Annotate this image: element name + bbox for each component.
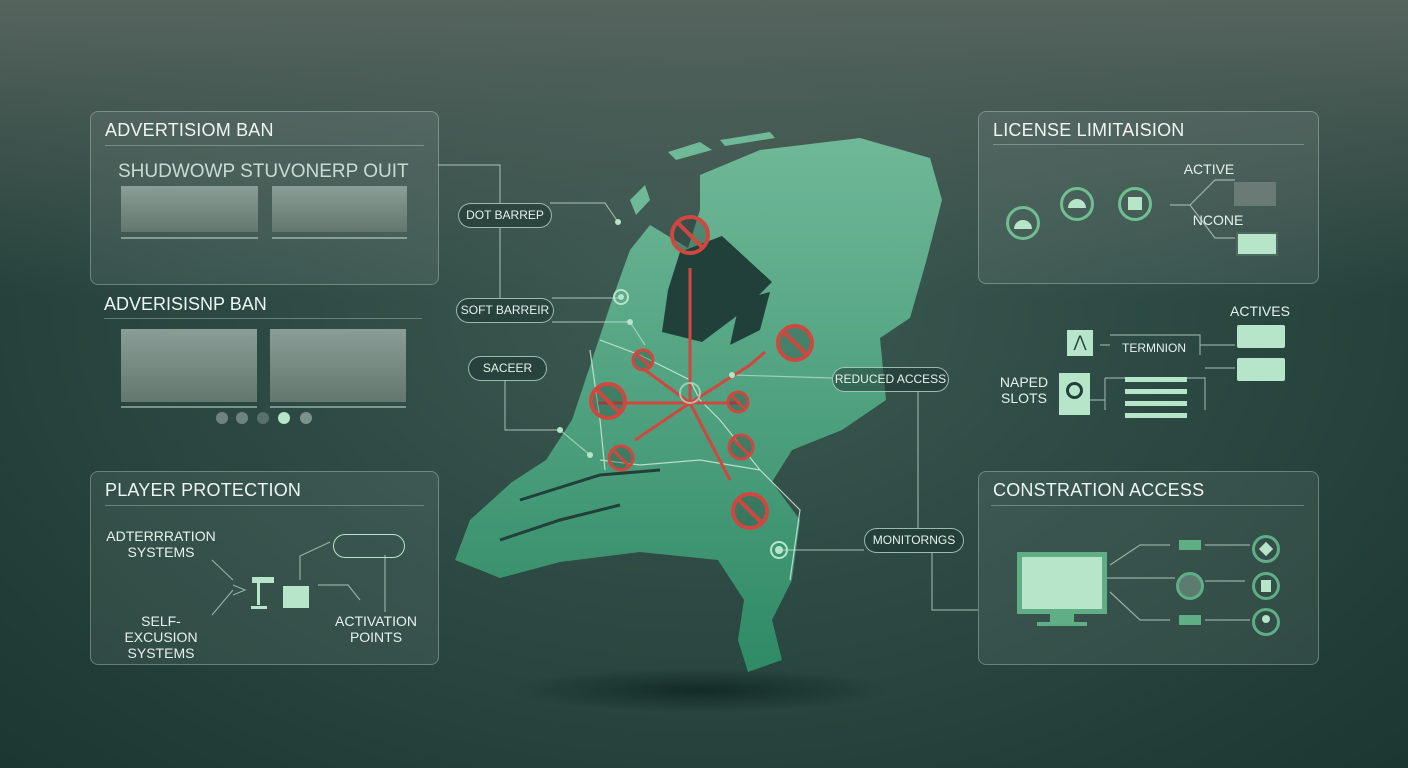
- panel-title: LICENSE LIMITAISION: [993, 120, 1185, 140]
- document-icon: [1252, 572, 1280, 600]
- monitor-icon: [1017, 552, 1107, 614]
- chat-icon: [1179, 540, 1201, 550]
- divider: [104, 318, 422, 319]
- self-exclusion-label: SELF-EXCUSION SYSTEMS: [124, 613, 198, 661]
- carousel-dot[interactable]: [257, 412, 269, 424]
- none-label: NCONE: [1192, 212, 1244, 228]
- carousel-dot[interactable]: [236, 412, 248, 424]
- carousel-dot-active[interactable]: [278, 412, 290, 424]
- underline: [121, 406, 257, 408]
- divider: [105, 505, 424, 506]
- diamond-icon: [1252, 535, 1280, 563]
- netherlands-map: [455, 132, 942, 672]
- map-dots: [557, 219, 783, 554]
- cloud-icon: [1060, 187, 1094, 221]
- box-icon: [1118, 187, 1152, 221]
- license-limitation-panel: LICENSE LIMITAISION ACTIVE NCONE: [978, 111, 1319, 284]
- restriction-lines: [598, 268, 766, 481]
- map-label-soft-barrier: SOFT BARREIR: [456, 298, 554, 323]
- device-icon-base: [251, 606, 267, 609]
- activation-points-label: ACTIVATION POINTS: [335, 613, 417, 645]
- active-slot-box: [1237, 325, 1285, 348]
- panel-subtitle: SHUDWOWP STUVONERP OUIT: [118, 161, 409, 182]
- termination-label: TERMNION: [1122, 341, 1186, 355]
- section-title: ADVERISISNP BAN: [104, 294, 267, 314]
- prohibition-icons: [589, 215, 814, 530]
- prohibition-icon: [631, 348, 655, 372]
- deterrence-systems-label: ADTERRRATION SYSTEMS: [106, 528, 216, 560]
- card-icon: [283, 586, 309, 608]
- underline: [121, 237, 258, 239]
- ad-placeholder: [121, 329, 257, 402]
- list-line: [1125, 401, 1187, 406]
- device-icon: [252, 577, 274, 583]
- connector-lines: [211, 164, 1250, 621]
- prohibition-icon: [670, 215, 710, 255]
- user-profile-icon: [1059, 373, 1090, 415]
- chat-icon: [1179, 615, 1201, 625]
- divider: [105, 145, 424, 146]
- prohibition-icon: [589, 382, 627, 420]
- ad-placeholder: [270, 329, 406, 402]
- map-label-monitorings: MONITORNGS: [864, 528, 964, 553]
- constration-access-panel: CONSTRATION ACCESS: [978, 471, 1319, 665]
- underline: [272, 237, 407, 239]
- none-status-box: [1236, 232, 1278, 256]
- active-status-box: [1234, 182, 1276, 206]
- map-label-reduced-access: REDUCED ACCESS: [832, 367, 949, 392]
- monitor-base: [1037, 622, 1087, 626]
- actives-label: ACTIVES: [1230, 303, 1290, 319]
- prohibition-icon: [731, 492, 769, 530]
- map-label-saceer: SACEER: [468, 356, 547, 381]
- player-protection-panel: PLAYER PROTECTION ADTERRRATION SYSTEMS S…: [90, 471, 439, 665]
- list-line: [1125, 389, 1187, 394]
- carousel-dot[interactable]: [216, 412, 228, 424]
- location-markers: [613, 289, 788, 559]
- device-icon-stem: [257, 583, 260, 605]
- ad-placeholder: [121, 186, 258, 232]
- divider: [991, 505, 1304, 506]
- prohibition-icon: [776, 324, 814, 362]
- ad-placeholder: [272, 186, 407, 232]
- advertising-ban-panel: ADVERTISIOM BAN SHUDWOWP STUVONERP OUIT: [90, 111, 439, 285]
- panel-title: ADVERTISIOM BAN: [105, 120, 274, 140]
- cloud-icon: [1006, 206, 1040, 240]
- panel-title: PLAYER PROTECTION: [105, 480, 302, 500]
- monitor-stand: [1050, 612, 1074, 622]
- active-label: ACTIVE: [1183, 161, 1235, 177]
- map-shadow: [510, 668, 890, 712]
- prohibition-icon: [727, 433, 755, 461]
- divider: [993, 144, 1304, 145]
- map-label-dot-barrier: DOT BARREP: [458, 203, 552, 228]
- prohibition-icon: [726, 390, 750, 414]
- underline: [270, 406, 406, 408]
- activation-pill: [333, 534, 405, 558]
- carousel-dot[interactable]: [300, 412, 312, 424]
- prohibition-icon: [607, 444, 635, 472]
- user-icon: [1252, 608, 1280, 636]
- panel-title: CONSTRATION ACCESS: [993, 480, 1205, 500]
- list-line: [1125, 413, 1187, 418]
- active-slot-box: [1237, 358, 1285, 381]
- user-icon: [1176, 572, 1204, 600]
- list-line: [1125, 377, 1187, 382]
- naped-slots-label: NAPED SLOTS: [999, 374, 1049, 406]
- compass-icon: ⋀: [1067, 330, 1093, 356]
